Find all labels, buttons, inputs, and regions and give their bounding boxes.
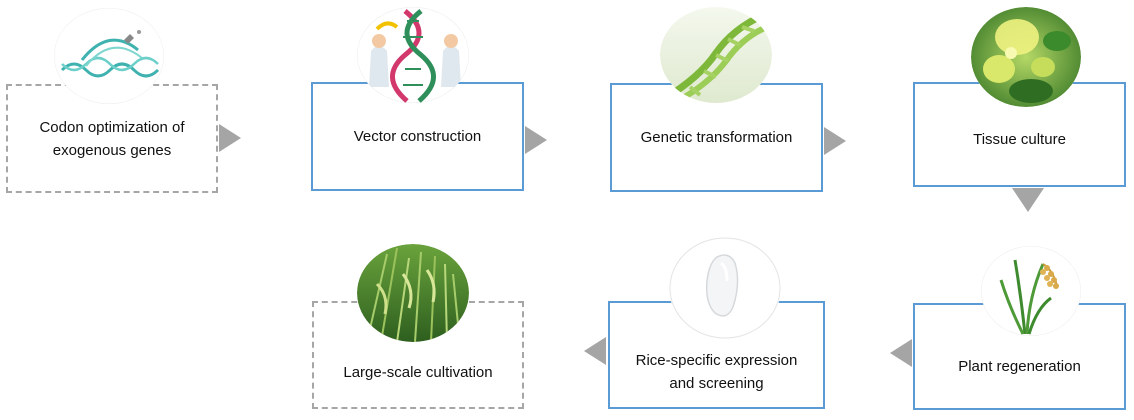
step-label: Tissue culture bbox=[915, 128, 1124, 151]
step-label-line: Codon optimization of bbox=[39, 118, 185, 136]
step-label-line: Plant regeneration bbox=[958, 358, 1081, 375]
step-label-line: exogenous genes bbox=[52, 141, 172, 159]
flow-arrow-down bbox=[1012, 188, 1044, 212]
flow-arrow-right bbox=[824, 127, 846, 155]
step-label: Codon optimization of exogenous genes bbox=[8, 116, 216, 162]
step-label-line: Tissue culture bbox=[973, 131, 1066, 148]
rice-grain-icon bbox=[669, 237, 781, 339]
rice-plant-icon bbox=[981, 246, 1081, 336]
step-box-large-scale-cultivation: Large-scale cultivation bbox=[312, 301, 524, 409]
step-label-line: Large-scale cultivation bbox=[343, 364, 493, 381]
flow-arrow-left bbox=[584, 337, 606, 365]
step-label: Rice-specific expression and screening bbox=[610, 349, 823, 395]
rice-field-icon bbox=[357, 244, 469, 342]
scientists-dna-icon bbox=[357, 7, 469, 103]
plant-tissue-icon bbox=[971, 7, 1081, 107]
step-label-line: Genetic transformation bbox=[640, 129, 793, 146]
step-label: Plant regeneration bbox=[915, 355, 1124, 378]
dna-double-helix-icon bbox=[54, 8, 164, 104]
flow-arrow-right bbox=[525, 126, 547, 154]
flow-arrow-left bbox=[890, 339, 912, 367]
step-label: Genetic transformation bbox=[612, 126, 821, 149]
step-label-line: Vector construction bbox=[353, 128, 482, 145]
step-label: Large-scale cultivation bbox=[314, 361, 522, 384]
step-label-line: Rice-specific expression bbox=[635, 352, 798, 369]
step-label: Vector construction bbox=[313, 125, 522, 148]
green-dna-helix-icon bbox=[660, 7, 772, 103]
step-label-line: and screening bbox=[669, 375, 764, 392]
flow-arrow-right bbox=[219, 124, 241, 152]
